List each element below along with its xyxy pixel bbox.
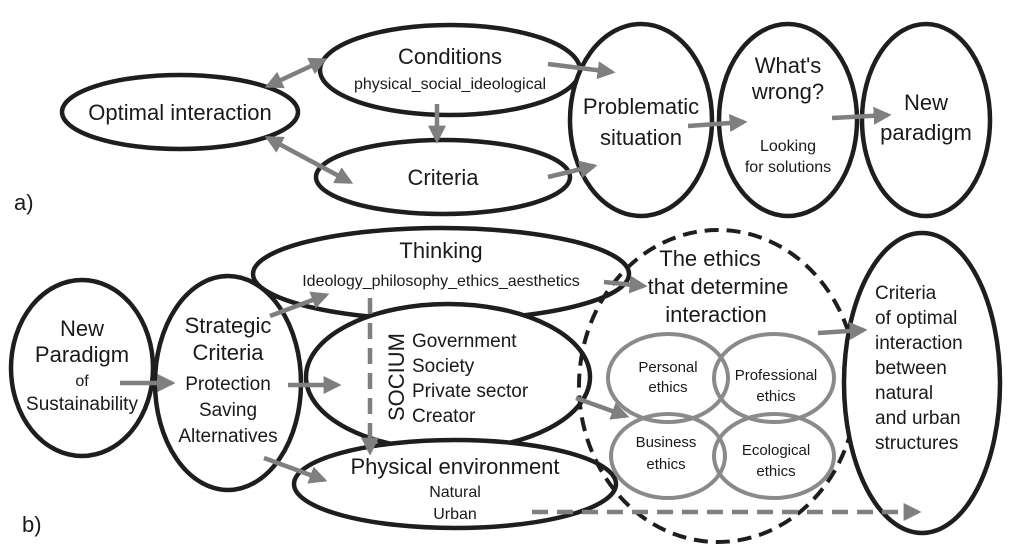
problematic-line-1: Problematic bbox=[583, 94, 699, 119]
problematic-situation-node: Problematic situation bbox=[567, 21, 715, 219]
socium-item-1: Government bbox=[412, 331, 517, 352]
panel-a-arrows bbox=[264, 57, 892, 184]
co-line-2: of optimal bbox=[875, 308, 957, 329]
arrow-criteria-problematic bbox=[547, 160, 598, 180]
looking-line-2: for solutions bbox=[745, 159, 831, 176]
co-line-7: structures bbox=[875, 433, 958, 454]
strategic-line-2: Criteria bbox=[193, 340, 265, 365]
conditions-title: Conditions bbox=[398, 44, 502, 69]
arrow-strategic-physical bbox=[263, 455, 328, 484]
np-line-2: Paradigm bbox=[35, 342, 129, 367]
new-paradigm-line-1: New bbox=[904, 90, 948, 115]
personal-line-1: Personal bbox=[638, 359, 697, 376]
ecological-line-1: Ecological bbox=[742, 442, 810, 459]
thinking-sub: Ideology_philosophy_ethics_aesthetics bbox=[302, 273, 580, 290]
ecological-line-2: ethics bbox=[756, 463, 795, 480]
arrow-strategic-thinking bbox=[269, 291, 330, 319]
optimal-interaction-label: Optimal interaction bbox=[88, 100, 271, 125]
strategic-criteria-node: Strategic Criteria Protection Saving Alt… bbox=[152, 273, 304, 493]
panel-a-label: a) bbox=[14, 190, 34, 215]
np-line-1: New bbox=[60, 316, 104, 341]
professional-ethics-node: Professional ethics bbox=[712, 332, 836, 424]
panel-b-label: b) bbox=[22, 512, 42, 537]
arrow-ethics-criteria bbox=[817, 321, 868, 340]
co-line-4: between bbox=[875, 358, 947, 379]
strategic-item-3: Alternatives bbox=[178, 426, 277, 447]
np-line-3: of bbox=[75, 373, 89, 390]
arrow-thinking-ethics bbox=[603, 275, 648, 294]
strategic-item-2: Saving bbox=[199, 400, 257, 421]
physical-item-1: Natural bbox=[429, 484, 481, 501]
whats-wrong-line-1: What's bbox=[755, 53, 822, 78]
strategic-item-1: Protection bbox=[185, 374, 271, 395]
personal-line-2: ethics bbox=[648, 379, 687, 396]
conditions-node: Conditions physical_social_ideological bbox=[317, 22, 583, 118]
ethics-title-3: interaction bbox=[665, 302, 767, 327]
conditions-sub: physical_social_ideological bbox=[354, 76, 546, 93]
socium-item-4: Creator bbox=[412, 406, 476, 427]
problematic-line-2: situation bbox=[600, 125, 682, 150]
ecological-ethics-node: Ecological ethics bbox=[712, 412, 836, 500]
thinking-node: Thinking Ideology_philosophy_ethics_aest… bbox=[250, 225, 632, 323]
personal-ethics-node: Personal ethics bbox=[606, 332, 730, 424]
ethics-circle: The ethics that determine interaction Pe… bbox=[577, 228, 859, 544]
criteria-node: Criteria bbox=[313, 137, 573, 217]
socium-label: SOCIUM bbox=[384, 333, 409, 421]
business-ethics-node: Business ethics bbox=[609, 412, 727, 500]
panel-a: a) Optimal interaction Conditions physic… bbox=[14, 21, 993, 219]
co-line-1: Criteria bbox=[875, 283, 937, 304]
professional-line-1: Professional bbox=[735, 367, 818, 384]
arrow-optimal-criteria bbox=[264, 136, 354, 184]
physical-item-2: Urban bbox=[433, 506, 477, 523]
co-line-3: interaction bbox=[875, 333, 963, 354]
arrow-socium-ethics bbox=[575, 395, 630, 420]
arrow-optimal-conditions bbox=[264, 57, 328, 89]
ethics-title-2: that determine bbox=[648, 274, 789, 299]
socium-item-2: Society bbox=[412, 356, 475, 377]
new-paradigm-sustainability-node: New Paradigm of Sustainability bbox=[8, 277, 156, 459]
business-line-1: Business bbox=[636, 434, 697, 451]
criteria-label: Criteria bbox=[408, 165, 480, 190]
optimal-interaction-node: Optimal interaction bbox=[59, 72, 301, 152]
criteria-optimal-node: Criteria of optimal interaction between … bbox=[841, 230, 1003, 536]
thinking-title: Thinking bbox=[399, 238, 482, 263]
new-paradigm-node: New paradigm bbox=[859, 21, 993, 219]
physical-environment-node: Physical environment Natural Urban bbox=[291, 437, 619, 531]
co-line-5: natural bbox=[875, 383, 933, 404]
looking-line-1: Looking bbox=[760, 138, 816, 155]
whats-wrong-node: What's wrong? Looking for solutions bbox=[716, 21, 860, 219]
co-line-6: and urban bbox=[875, 408, 961, 429]
socium-node: SOCIUM Government Society Private sector… bbox=[303, 301, 593, 453]
panel-b: b) New Paradigm of Sustainability Strate… bbox=[8, 225, 1003, 544]
np-line-4: Sustainability bbox=[26, 394, 138, 415]
panel-b-arrows bbox=[120, 275, 922, 521]
physical-title: Physical environment bbox=[350, 454, 559, 479]
strategic-line-1: Strategic bbox=[185, 313, 272, 338]
arrow-problematic-whatswrong bbox=[687, 114, 748, 133]
socium-item-3: Private sector bbox=[412, 381, 529, 402]
business-line-2: ethics bbox=[646, 456, 685, 473]
arrow-whatswrong-newparadigm bbox=[831, 106, 892, 125]
ethics-title-1: The ethics bbox=[659, 246, 761, 271]
whats-wrong-line-2: wrong? bbox=[751, 79, 824, 104]
professional-line-2: ethics bbox=[756, 388, 795, 405]
arrow-conditions-problematic bbox=[547, 61, 616, 80]
new-paradigm-line-2: paradigm bbox=[880, 120, 972, 145]
